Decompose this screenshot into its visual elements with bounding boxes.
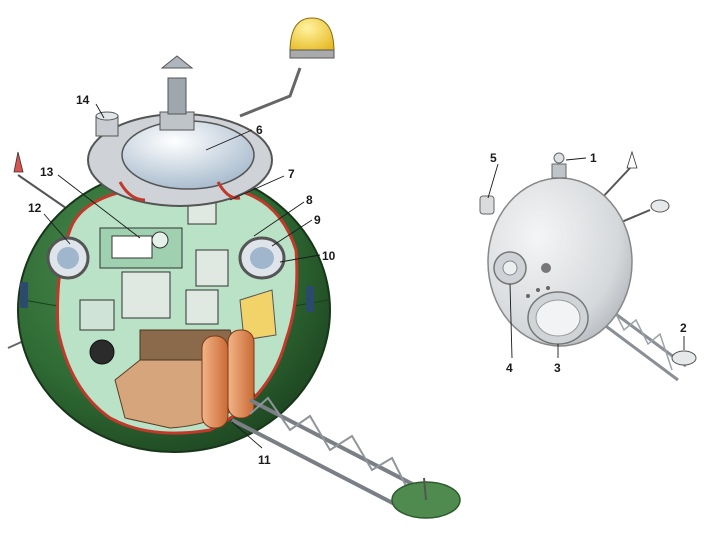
label-13: 13 [40, 165, 54, 179]
hull-fitting-right [306, 286, 314, 312]
leader-lines [43, 103, 685, 449]
ext-mast [551, 163, 567, 179]
label-5: 5 [490, 151, 497, 165]
ext-antenna-tip [626, 150, 638, 169]
ejection-seat-left [201, 335, 229, 429]
mast-body [167, 77, 187, 115]
beacon-base [289, 49, 335, 59]
wall-panel-right [195, 249, 229, 287]
globe-indicator [151, 231, 169, 249]
dish-feed [423, 477, 427, 501]
vent-cylinder-top [95, 111, 119, 121]
label-4: 4 [506, 361, 513, 375]
label-1: 1 [590, 151, 597, 165]
ext-bottle [479, 195, 495, 215]
ext-porthole-glass [502, 260, 518, 276]
yellow-panel [239, 289, 277, 341]
lattice-boom [231, 396, 421, 514]
hatch-dome [121, 120, 255, 190]
label-6: 6 [256, 123, 263, 137]
porthole-left-glass [57, 247, 79, 269]
main-capsule [7, 17, 461, 519]
wall-panel-left [79, 299, 115, 331]
beacon-arm [239, 67, 302, 118]
label-12: 12 [28, 201, 42, 215]
ext-hatch [535, 299, 581, 337]
label-9: 9 [314, 213, 321, 227]
ext-mast-top [553, 152, 565, 164]
strap-left [118, 181, 146, 202]
label-2: 2 [680, 321, 687, 335]
antenna-tip-left [13, 151, 24, 173]
label-7: 7 [288, 167, 295, 181]
wall-panel-lower [185, 289, 219, 325]
exterior-capsule [479, 150, 697, 382]
label-8: 8 [306, 193, 313, 207]
porthole-right-glass [250, 247, 274, 269]
mast-cap [160, 55, 194, 69]
ext-whip-right [599, 167, 631, 201]
strap-right [216, 181, 241, 200]
label-10: 10 [322, 249, 336, 263]
wall-panel-center [121, 271, 171, 319]
label-14: 14 [76, 93, 90, 107]
ext-small-dish [650, 199, 670, 213]
label-11: 11 [258, 453, 271, 467]
label-3: 3 [554, 361, 561, 375]
ejection-seat-right [227, 329, 255, 419]
beacon-light [289, 17, 335, 53]
callout-labels: 14 6 13 7 12 8 9 10 11 5 1 2 4 3 [28, 93, 687, 467]
hull-fitting-left [20, 282, 28, 308]
speaker-grille [89, 339, 115, 365]
mast-base [159, 111, 195, 131]
ext-vent [541, 263, 551, 273]
ext-dish [671, 350, 697, 366]
instrument-display [111, 235, 153, 259]
